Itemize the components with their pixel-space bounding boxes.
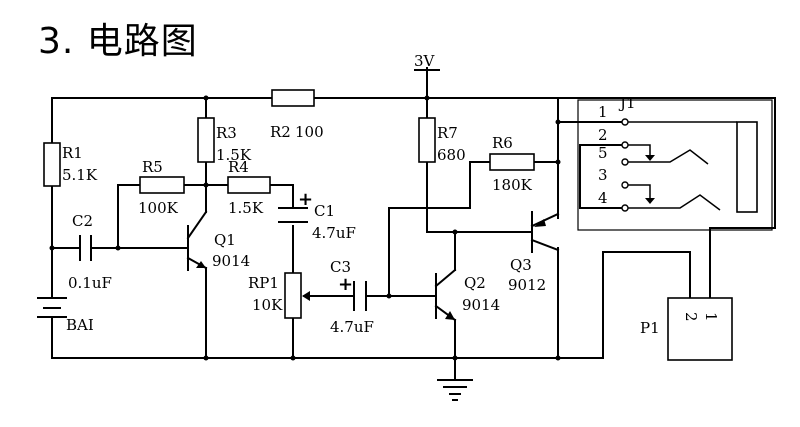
- jack-pin-2: 2: [598, 126, 608, 144]
- q3-name: Q3: [510, 256, 532, 274]
- battery-bai: BAI: [37, 297, 94, 334]
- capacitor-c3: + C3 4.7uF: [330, 258, 374, 336]
- r5-name: R5: [142, 158, 163, 176]
- q1-value: 9014: [212, 252, 250, 270]
- wires: [51, 67, 776, 381]
- c3-polarity: +: [338, 274, 353, 295]
- jack-pin-5: 5: [598, 144, 608, 162]
- resistor-r3: R3 1.5K: [197, 117, 252, 164]
- jack-pin-4: 4: [598, 189, 608, 207]
- c2-value: 0.1uF: [68, 274, 112, 292]
- q2-value: 9014: [462, 296, 500, 314]
- page-title: 3. 电路图: [38, 21, 198, 62]
- connector-pin-1: 1: [702, 312, 720, 322]
- connector-pin-2: 2: [682, 312, 700, 322]
- r6-value: 180K: [492, 176, 533, 194]
- r3-value: 1.5K: [216, 146, 252, 164]
- q1-name: Q1: [214, 231, 236, 249]
- rp1-name: RP1: [248, 274, 279, 292]
- r7-value: 680: [437, 146, 466, 164]
- ground-symbol: [437, 379, 473, 401]
- transistor-q1: Q1 9014: [186, 210, 250, 271]
- c2-name: C2: [72, 212, 93, 230]
- r2-value: 100: [295, 123, 324, 141]
- resistor-r4: R4 1.5K: [227, 158, 271, 217]
- q3-value: 9012: [508, 276, 546, 294]
- jack-j1: J1 1 2 5 3 4: [577, 94, 773, 231]
- r4-name: R4: [228, 158, 249, 176]
- power-terminal: 3V: [414, 52, 440, 71]
- c1-polarity: +: [298, 189, 313, 210]
- connector-p1: P1 2 1: [640, 297, 733, 361]
- resistor-r7: R7 680: [418, 117, 466, 164]
- power-label: 3V: [414, 52, 436, 70]
- rp1-value: 10K: [252, 296, 283, 314]
- r3-name: R3: [216, 124, 237, 142]
- junction-dots: [49, 95, 561, 361]
- battery-name: BAI: [66, 316, 94, 334]
- jack-pin-1: 1: [598, 103, 608, 121]
- jack-name: J1: [618, 94, 636, 112]
- r7-name: R7: [437, 124, 458, 142]
- r5-value: 100K: [138, 199, 179, 217]
- c1-value: 4.7uF: [312, 224, 356, 242]
- r4-value: 1.5K: [228, 199, 264, 217]
- connector-name: P1: [640, 319, 660, 337]
- c3-value: 4.7uF: [330, 318, 374, 336]
- q2-name: Q2: [464, 274, 486, 292]
- r6-name: R6: [492, 134, 513, 152]
- resistor-r5: R5 100K: [138, 158, 185, 217]
- capacitor-c1: + C1 4.7uF: [278, 189, 356, 242]
- c3-name: C3: [330, 258, 351, 276]
- capacitor-c2: C2 0.1uF: [68, 212, 112, 292]
- jack-pin-3: 3: [598, 166, 608, 184]
- r1-name: R1: [62, 144, 83, 162]
- potentiometer-rp1: RP1 10K: [248, 272, 320, 319]
- resistor-r1: R1 5.1K: [43, 142, 98, 187]
- r1-value: 5.1K: [62, 166, 98, 184]
- c1-name: C1: [314, 202, 335, 220]
- transistor-q2: Q2 9014: [434, 268, 500, 322]
- resistor-r2: R2 100: [270, 89, 324, 141]
- r2-name: R2: [270, 123, 291, 141]
- resistor-r6: R6 180K: [489, 134, 535, 194]
- transistor-q3: Q3 9012: [508, 211, 560, 294]
